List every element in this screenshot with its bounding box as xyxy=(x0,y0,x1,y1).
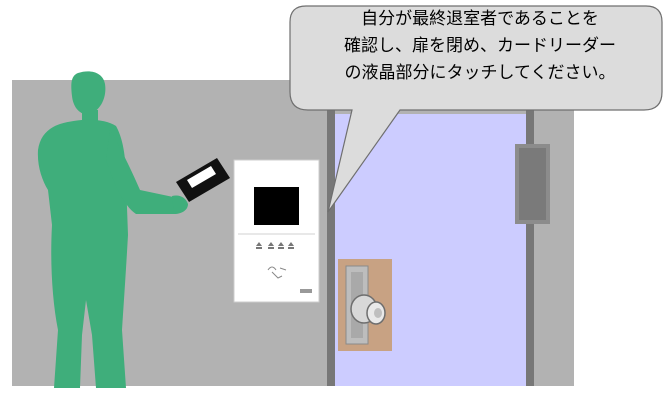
card-reader-icon[interactable] xyxy=(233,159,320,303)
speech-line-2: 確認し、扉を閉め、カードリーダー xyxy=(344,36,616,56)
door-frame-left xyxy=(327,92,335,386)
access-card-icon[interactable] xyxy=(176,158,230,202)
speech-bubble-text: 自分が最終退室者であることを 確認し、扉を閉め、カードリーダー の液晶部分にタッ… xyxy=(300,6,660,87)
card-reader-buttons[interactable] xyxy=(256,242,294,249)
speech-line-1: 自分が最終退室者であることを xyxy=(361,9,599,29)
door-handle-inner xyxy=(519,148,546,220)
speech-bubble xyxy=(289,5,663,213)
speech-line-3: の液晶部分にタッチしてください。 xyxy=(344,63,616,83)
person-silhouette-icon xyxy=(37,71,188,389)
touch-area-icon xyxy=(267,266,287,279)
door-frame-right xyxy=(526,92,534,386)
brand-badge xyxy=(300,289,312,293)
door-knob-icon[interactable] xyxy=(338,259,392,351)
card-reader-screen xyxy=(254,187,299,225)
